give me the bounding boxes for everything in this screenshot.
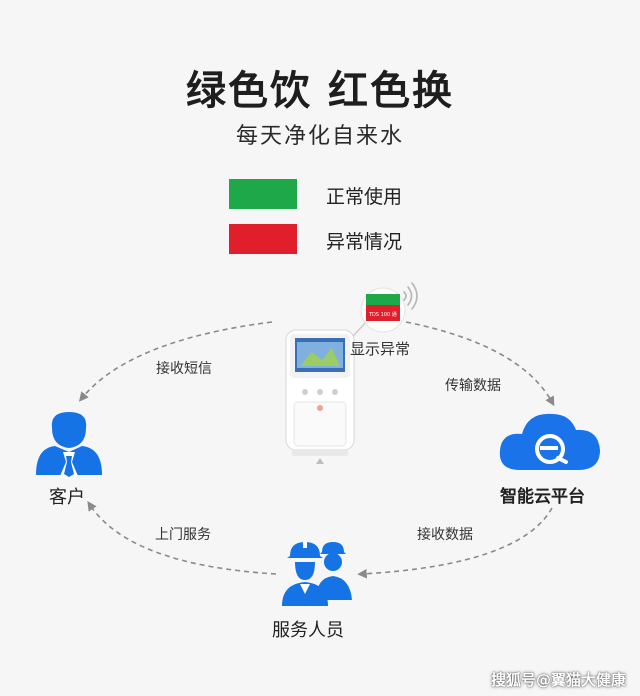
legend-swatch-red <box>229 224 297 254</box>
wifi-signal-icon <box>403 282 418 310</box>
flow-label-receive-data: 接收数据 <box>417 527 473 543</box>
service-personnel-icon <box>282 540 352 606</box>
device-status-label: 显示异常 <box>350 340 411 358</box>
cloud-platform-icon <box>499 413 600 470</box>
water-purifier-icon <box>285 317 371 464</box>
customer-icon <box>36 412 102 480</box>
arrow-device-to-customer <box>78 321 273 402</box>
arrow-device-to-cloud <box>405 321 555 407</box>
arrow-service-to-customer <box>87 501 277 575</box>
node-label-customer: 客户 <box>49 487 85 508</box>
node-label-cloud-platform: 智能云平台 <box>500 487 585 507</box>
legend-swatch-green <box>229 179 297 209</box>
legend-label-abnormal: 异常情况 <box>326 231 403 253</box>
flow-label-transmit-data: 传输数据 <box>445 378 501 394</box>
page-title: 绿色饮 红色换 <box>186 68 454 114</box>
arrow-cloud-to-service <box>357 507 553 579</box>
flow-label-onsite-service: 上门服务 <box>155 527 211 543</box>
node-label-service-personnel: 服务人员 <box>272 620 344 641</box>
alert-screen-text: TDS 100 通 <box>368 311 397 318</box>
page-subtitle: 每天净化自来水 <box>235 124 404 149</box>
watermark: 搜狐号@翼猫大健康 <box>490 671 626 689</box>
flow-label-receive-sms: 接收短信 <box>156 361 212 377</box>
alert-screen-icon: TDS 100 通 <box>360 287 406 333</box>
legend-label-normal: 正常使用 <box>326 186 403 208</box>
